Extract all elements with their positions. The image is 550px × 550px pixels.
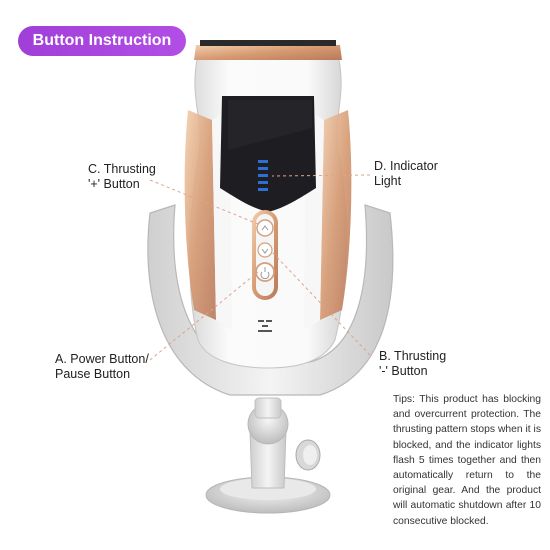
minus-button[interactable] — [257, 242, 273, 258]
indicator-light-5 — [258, 188, 268, 191]
label-thrusting-minus: B. Thrusting '-' Button — [379, 349, 447, 378]
callout-lines — [149, 174, 371, 361]
label-indicator-light: D. Indicator Light — [374, 159, 438, 188]
power-button[interactable] — [255, 262, 275, 282]
label-power-pause: A. Power Button/ Pause Button — [55, 352, 149, 381]
indicator-lights — [258, 160, 268, 191]
indicator-light-2 — [258, 167, 268, 170]
brand-icon — [258, 320, 272, 332]
label-thrusting-plus: C. Thrusting '+' Button — [88, 162, 156, 191]
tips-text: Tips: This product has blocking and over… — [393, 394, 541, 527]
button-instruction-badge: Button Instruction — [18, 26, 186, 56]
plus-button[interactable] — [256, 219, 274, 237]
indicator-light-1 — [258, 160, 268, 163]
top-rim — [194, 45, 342, 60]
indicator-light-3 — [258, 174, 268, 177]
knob-icon — [295, 439, 321, 471]
indicator-light-4 — [258, 181, 268, 184]
right-side-panel — [320, 110, 352, 320]
left-side-panel — [184, 110, 216, 320]
